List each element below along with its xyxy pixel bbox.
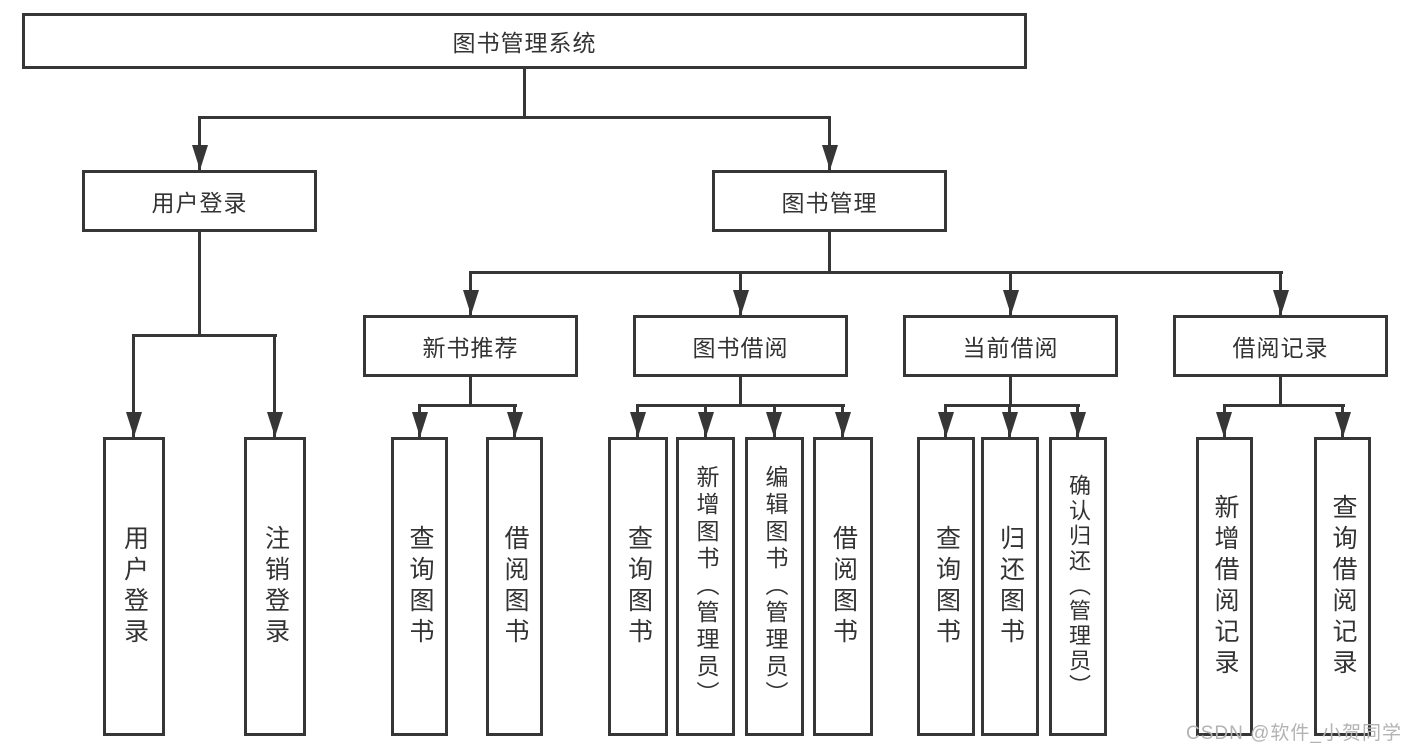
node-return-book: 归还图书: [981, 437, 1039, 736]
node-root-label: 图书管理系统: [452, 30, 597, 56]
connector-line: [198, 116, 831, 119]
connector-line: [469, 377, 472, 407]
connector-line: [739, 377, 742, 407]
arrowhead-icon: [1335, 412, 1351, 437]
node-edit-book-admin: 编辑图书（管理员）: [745, 437, 804, 736]
node-logout: 注销登录: [244, 437, 306, 736]
node-add-book-admin: 新增图书（管理员）: [676, 437, 735, 736]
arrowhead-icon: [733, 290, 749, 315]
csdn-watermark: CSDN @软件_小贺同学: [1186, 723, 1402, 744]
node-query-books-recommend-label: 查询图书: [406, 524, 434, 649]
arrowhead-icon: [126, 412, 142, 437]
node-query-books-current-label: 查询图书: [932, 524, 961, 649]
connector-line: [828, 116, 831, 170]
arrowhead-icon: [1273, 290, 1289, 315]
connector-line: [469, 271, 1283, 274]
node-root: 图书管理系统: [22, 13, 1027, 69]
connector-line: [523, 69, 526, 119]
arrowhead-icon: [1070, 412, 1086, 437]
arrowhead-icon: [698, 412, 714, 437]
arrowhead-icon: [412, 412, 428, 437]
connector-line: [828, 232, 831, 274]
arrowhead-icon: [1002, 412, 1018, 437]
connector-line: [273, 334, 276, 437]
node-new-book-recommend-label: 新书推荐: [422, 335, 519, 361]
arrowhead-icon: [938, 412, 954, 437]
arrowhead-icon: [630, 412, 646, 437]
node-book-management: 图书管理: [712, 170, 947, 232]
connector-line: [132, 334, 277, 337]
node-add-book-admin-label: 新增图书（管理员）: [693, 465, 719, 708]
node-return-book-label: 归还图书: [996, 524, 1025, 649]
node-query-books-current: 查询图书: [917, 437, 975, 736]
connector-line: [1223, 404, 1345, 407]
arrowhead-icon: [835, 412, 851, 437]
arrowhead-icon: [267, 412, 283, 437]
node-borrow-books-recommend-label: 借阅图书: [501, 524, 529, 649]
node-borrow-books-label: 借阅图书: [829, 524, 858, 649]
arrowhead-icon: [1216, 412, 1232, 437]
node-book-borrowing: 图书借阅: [633, 315, 848, 377]
node-query-borrow-record: 查询借阅记录: [1314, 437, 1371, 736]
node-borrow-books: 借阅图书: [813, 437, 873, 736]
connector-line: [418, 404, 517, 407]
node-add-borrow-record-label: 新增借阅记录: [1211, 493, 1239, 680]
node-book-borrowing-label: 图书借阅: [692, 335, 789, 361]
node-current-borrowing-label: 当前借阅: [962, 335, 1059, 361]
node-current-borrowing: 当前借阅: [903, 315, 1118, 377]
arrowhead-icon: [1003, 290, 1019, 315]
node-user-login: 用户登录: [82, 170, 317, 232]
node-confirm-return-admin: 确认归还（管理员）: [1049, 437, 1107, 736]
node-book-management-label: 图书管理: [781, 190, 878, 216]
node-login-label: 用户登录: [120, 524, 149, 649]
connector-line: [198, 232, 201, 337]
node-logout-label: 注销登录: [261, 524, 290, 649]
node-user-login-label: 用户登录: [151, 190, 248, 216]
arrowhead-icon: [766, 412, 782, 437]
arrowhead-icon: [822, 145, 838, 170]
node-borrowing-records: 借阅记录: [1173, 315, 1388, 377]
connector-line: [198, 116, 201, 170]
node-borrow-books-recommend: 借阅图书: [486, 437, 543, 736]
node-query-books-borrow-label: 查询图书: [624, 524, 653, 649]
node-query-books-recommend: 查询图书: [391, 437, 448, 736]
node-confirm-return-admin-label: 确认归还（管理员）: [1066, 474, 1091, 699]
node-query-books-borrow: 查询图书: [608, 437, 668, 736]
node-query-borrow-record-label: 查询借阅记录: [1329, 493, 1357, 680]
arrowhead-icon: [463, 290, 479, 315]
connector-line: [132, 334, 135, 437]
connector-line: [1279, 377, 1282, 407]
connector-line: [636, 404, 845, 407]
node-edit-book-admin-label: 编辑图书（管理员）: [762, 465, 788, 708]
connector-line: [944, 404, 1080, 407]
connector-line: [1009, 377, 1012, 407]
node-new-book-recommend: 新书推荐: [363, 315, 578, 377]
node-borrowing-records-label: 借阅记录: [1232, 335, 1329, 361]
arrowhead-icon: [507, 412, 523, 437]
arrowhead-icon: [192, 145, 208, 170]
node-add-borrow-record: 新增借阅记录: [1196, 437, 1253, 736]
node-login: 用户登录: [103, 437, 165, 736]
